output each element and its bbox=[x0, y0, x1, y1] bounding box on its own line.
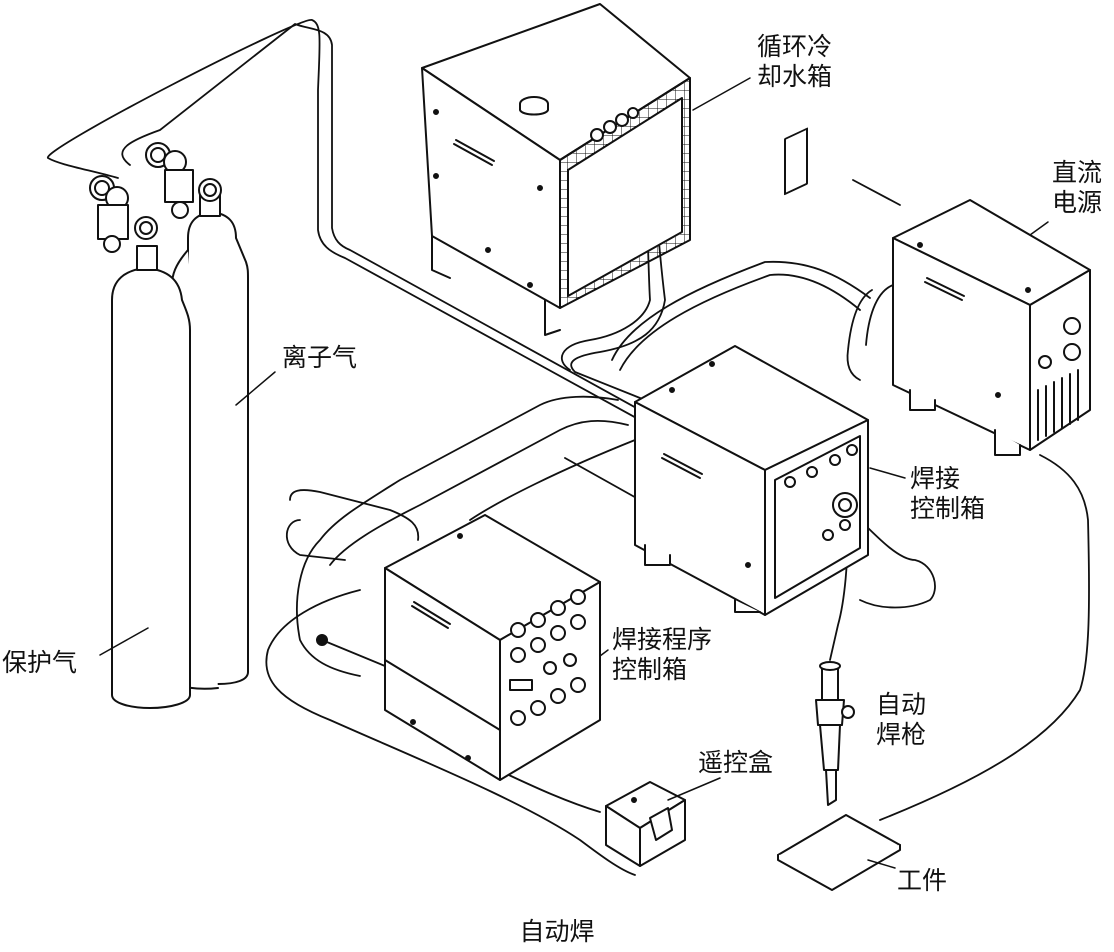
gas-regulators bbox=[89, 142, 222, 253]
label-dc-power: 直流 电源 bbox=[1052, 158, 1103, 217]
label-automatic-torch: 自动 焊枪 bbox=[876, 690, 927, 749]
cooling-water-tank bbox=[421, 3, 691, 336]
ground-terminal bbox=[316, 634, 328, 646]
program-control-box bbox=[384, 514, 601, 781]
figure-caption: 自动焊 bbox=[519, 917, 595, 946]
workpiece-plate bbox=[777, 814, 901, 891]
remote-control-box bbox=[605, 781, 686, 867]
label-leaders bbox=[99, 77, 1049, 869]
welding-control-box bbox=[634, 127, 869, 616]
automatic-torch bbox=[815, 661, 855, 806]
label-workpiece: 工件 bbox=[897, 866, 948, 895]
dc-power-supply bbox=[892, 199, 1091, 456]
hose-lines bbox=[47, 19, 1090, 876]
label-cooling-tank: 循环冷 却水箱 bbox=[757, 32, 833, 91]
label-program-control-box: 焊接程序 控制箱 bbox=[612, 625, 713, 684]
label-remote-box: 遥控盒 bbox=[698, 748, 774, 777]
label-ion-gas: 离子气 bbox=[282, 343, 358, 372]
gas-cylinders bbox=[111, 193, 249, 709]
label-welding-control-box: 焊接 控制箱 bbox=[910, 464, 986, 523]
label-shield-gas: 保护气 bbox=[2, 648, 78, 677]
